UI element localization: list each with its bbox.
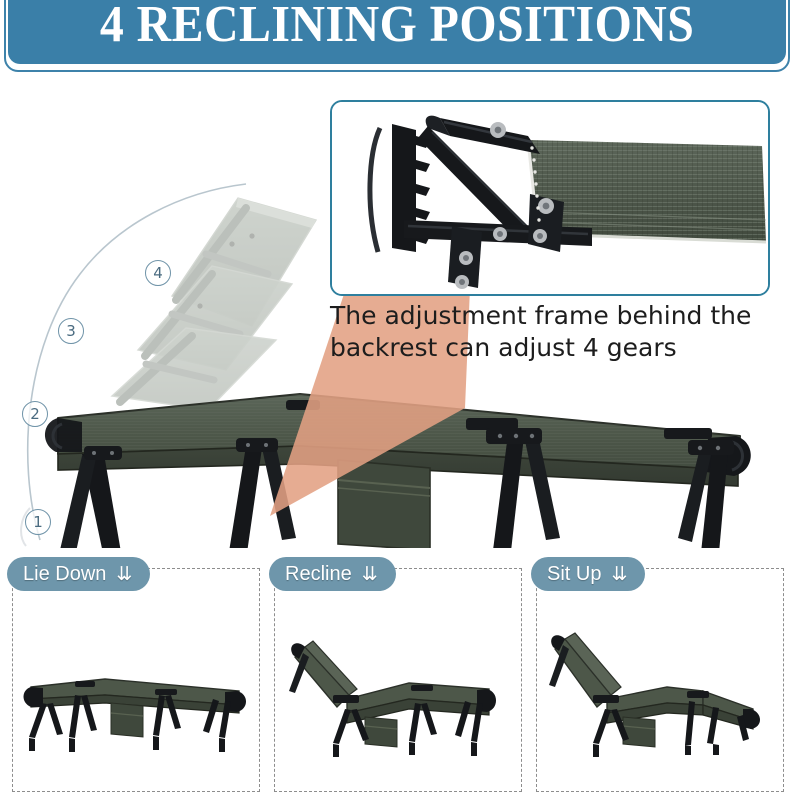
- position-marker-4[interactable]: 4: [145, 260, 171, 286]
- panel-sit-up[interactable]: Sit Up ⇊: [531, 557, 784, 792]
- position-marker-3[interactable]: 3: [58, 318, 84, 344]
- double-down-arrow-icon: ⇊: [116, 563, 133, 585]
- cot-reclined-illustration: [275, 595, 521, 785]
- panel-label-text: Lie Down: [23, 562, 107, 585]
- panel-label-text: Sit Up: [547, 562, 602, 585]
- panel-label-sit-up: Sit Up ⇊: [531, 557, 646, 591]
- position-marker-1[interactable]: 1: [25, 509, 51, 535]
- hero-caption: The adjustment frame behind the backrest…: [330, 301, 752, 362]
- panel-recline[interactable]: Recline ⇊: [269, 557, 522, 792]
- adjustment-frame-inset: [330, 100, 770, 296]
- cot-sit-up-illustration: [537, 595, 783, 785]
- banner-body: 4 RECLINING POSITIONS: [8, 0, 786, 64]
- double-down-arrow-icon: ⇊: [611, 563, 628, 585]
- cot-flat-illustration: [13, 595, 259, 785]
- position-marker-2[interactable]: 2: [22, 401, 48, 427]
- panel-lie-down[interactable]: Lie Down ⇊: [7, 557, 260, 792]
- hero-section: 1 2 3 4: [0, 88, 800, 600]
- panel-label-recline: Recline ⇊: [269, 557, 396, 591]
- banner-outer-outline: [4, 0, 790, 72]
- panel-label-lie-down: Lie Down ⇊: [7, 557, 151, 591]
- page-title: 4 RECLINING POSITIONS: [99, 0, 695, 53]
- header-banner: 4 RECLINING POSITIONS: [0, 0, 800, 88]
- panel-label-text: Recline: [285, 562, 352, 585]
- position-panels: Lie Down ⇊: [0, 557, 800, 800]
- double-down-arrow-icon: ⇊: [361, 563, 378, 585]
